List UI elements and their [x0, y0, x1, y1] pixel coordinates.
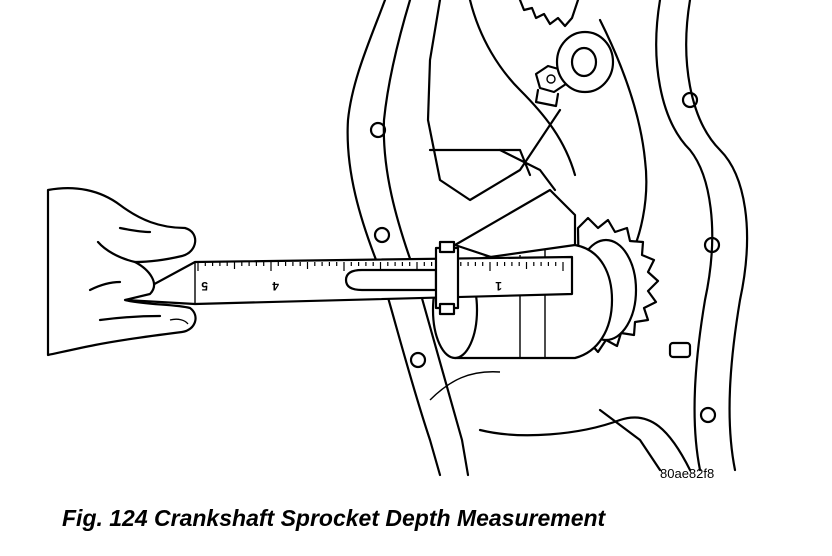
- scale-number-4: 4: [272, 279, 279, 293]
- hand: [46, 187, 197, 357]
- crankshaft-sprocket-illustration: 5 4 1: [46, 0, 749, 477]
- image-code: 80ae82f8: [660, 466, 715, 481]
- scale-number-1: 1: [495, 279, 502, 293]
- dowel-pin: [668, 341, 692, 359]
- engine-block-outline: [346, 0, 749, 477]
- figure-caption: Fig. 124 Crankshaft Sprocket Depth Measu…: [62, 505, 606, 531]
- idler-boss: [555, 30, 615, 94]
- upper-gear: [518, 0, 580, 28]
- depth-gauge-head: [434, 240, 460, 316]
- depth-gauge-ruler: 5 4 1: [123, 255, 574, 306]
- scale-number-5: 5: [201, 279, 208, 293]
